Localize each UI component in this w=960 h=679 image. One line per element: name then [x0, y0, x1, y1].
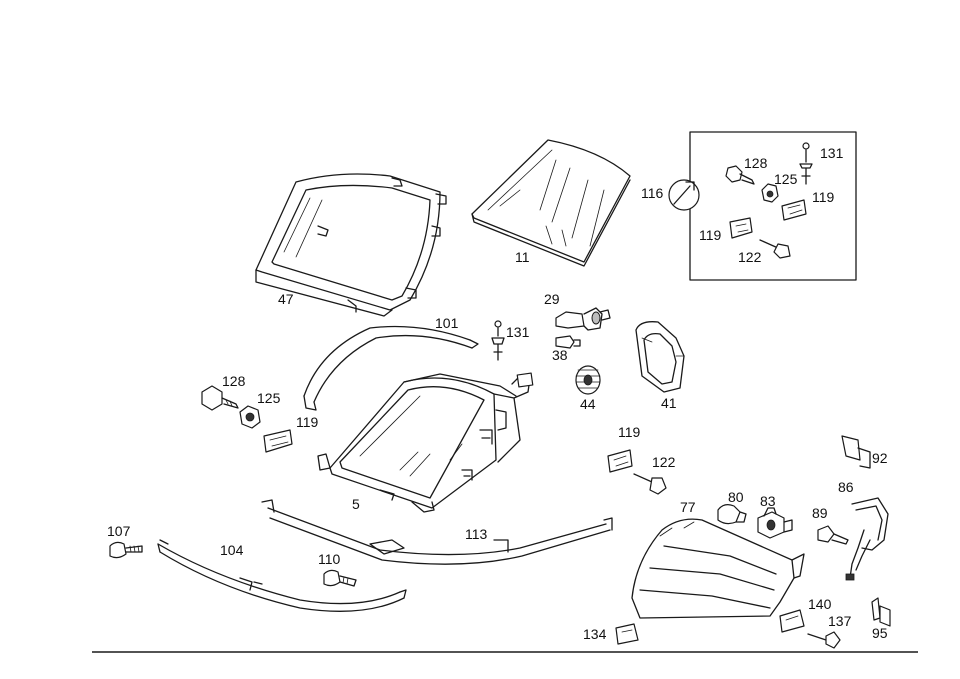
callout-122: 122	[652, 454, 676, 470]
part-89-screw	[817, 525, 849, 545]
callout-89: 89	[812, 505, 828, 521]
part-110-screw	[323, 569, 357, 587]
callout-41: 41	[661, 395, 677, 411]
callout-131: 131	[506, 324, 530, 340]
part-113-trim-strip	[261, 499, 613, 565]
part-95-bracket	[871, 597, 891, 627]
callout-38: 38	[552, 347, 568, 363]
callout-77: 77	[680, 499, 696, 515]
part-80-bulb	[717, 504, 747, 525]
part-134-clip	[615, 623, 639, 645]
part-137-screw	[807, 631, 841, 649]
part-44-socket	[575, 365, 601, 395]
callout-92: 92	[872, 450, 888, 466]
part-77-tail-lamp	[631, 518, 805, 619]
part-104-trim-strip	[157, 539, 407, 612]
part-41-cover-cap	[635, 321, 685, 393]
callout-128: 128	[222, 373, 246, 389]
callout-labels: 47 11 116 128 131 125 119 119 122 29 101…	[107, 145, 888, 642]
part-119-clip-right	[607, 449, 633, 473]
kit-screw-122	[759, 239, 791, 259]
callout-119-kit-right: 119	[812, 189, 835, 205]
part-128-screw	[201, 385, 239, 411]
part-38-small-bulb	[555, 335, 581, 349]
callout-101: 101	[435, 315, 459, 331]
part-29-bulb	[555, 307, 611, 331]
callout-11: 11	[515, 249, 530, 265]
callout-104: 104	[220, 542, 244, 558]
callout-131-kit: 131	[820, 145, 844, 161]
callout-44: 44	[580, 396, 596, 412]
callout-119-right: 119	[618, 424, 641, 440]
callout-137: 137	[828, 613, 852, 629]
callout-47: 47	[278, 291, 294, 307]
callout-86: 86	[838, 479, 854, 495]
callout-113: 113	[465, 526, 488, 542]
callout-128-kit: 128	[744, 155, 768, 171]
callout-122-kit: 122	[738, 249, 762, 265]
part-83-socket	[757, 507, 793, 539]
part-131-clip	[491, 320, 505, 361]
part-107-screw	[109, 541, 143, 559]
callout-29: 29	[544, 291, 560, 307]
fastener-kit-box	[668, 131, 857, 281]
callout-116: 116	[641, 185, 664, 201]
callout-119: 119	[296, 414, 319, 430]
callout-83: 83	[760, 493, 776, 509]
callout-125: 125	[257, 390, 281, 406]
part-122-screw	[633, 473, 667, 495]
part-125-nut	[239, 405, 261, 429]
kit-clip-119-right	[781, 199, 807, 221]
callout-110: 110	[318, 551, 341, 567]
callout-5: 5	[352, 496, 360, 512]
kit-clip-131	[799, 142, 813, 185]
callout-119-kit-left: 119	[699, 227, 722, 243]
kit-nut-125	[761, 183, 779, 203]
part-47-lamp-frame	[255, 173, 447, 317]
part-119-clip	[263, 429, 293, 453]
callout-80: 80	[728, 489, 744, 505]
callout-134: 134	[583, 626, 607, 642]
callout-95: 95	[872, 625, 888, 641]
part-86-wire-harness	[845, 497, 889, 581]
callout-125-kit: 125	[774, 171, 798, 187]
part-92-bracket	[841, 435, 871, 469]
kit-clip-119-left	[729, 217, 753, 239]
part-101-seal-strip	[303, 325, 479, 411]
kit-screw-128	[725, 165, 755, 185]
part-5-headlamp-housing	[317, 372, 534, 513]
part-140-clip	[779, 609, 805, 633]
callout-140: 140	[808, 596, 832, 612]
part-11-lens	[471, 139, 631, 267]
callout-107: 107	[107, 523, 131, 539]
